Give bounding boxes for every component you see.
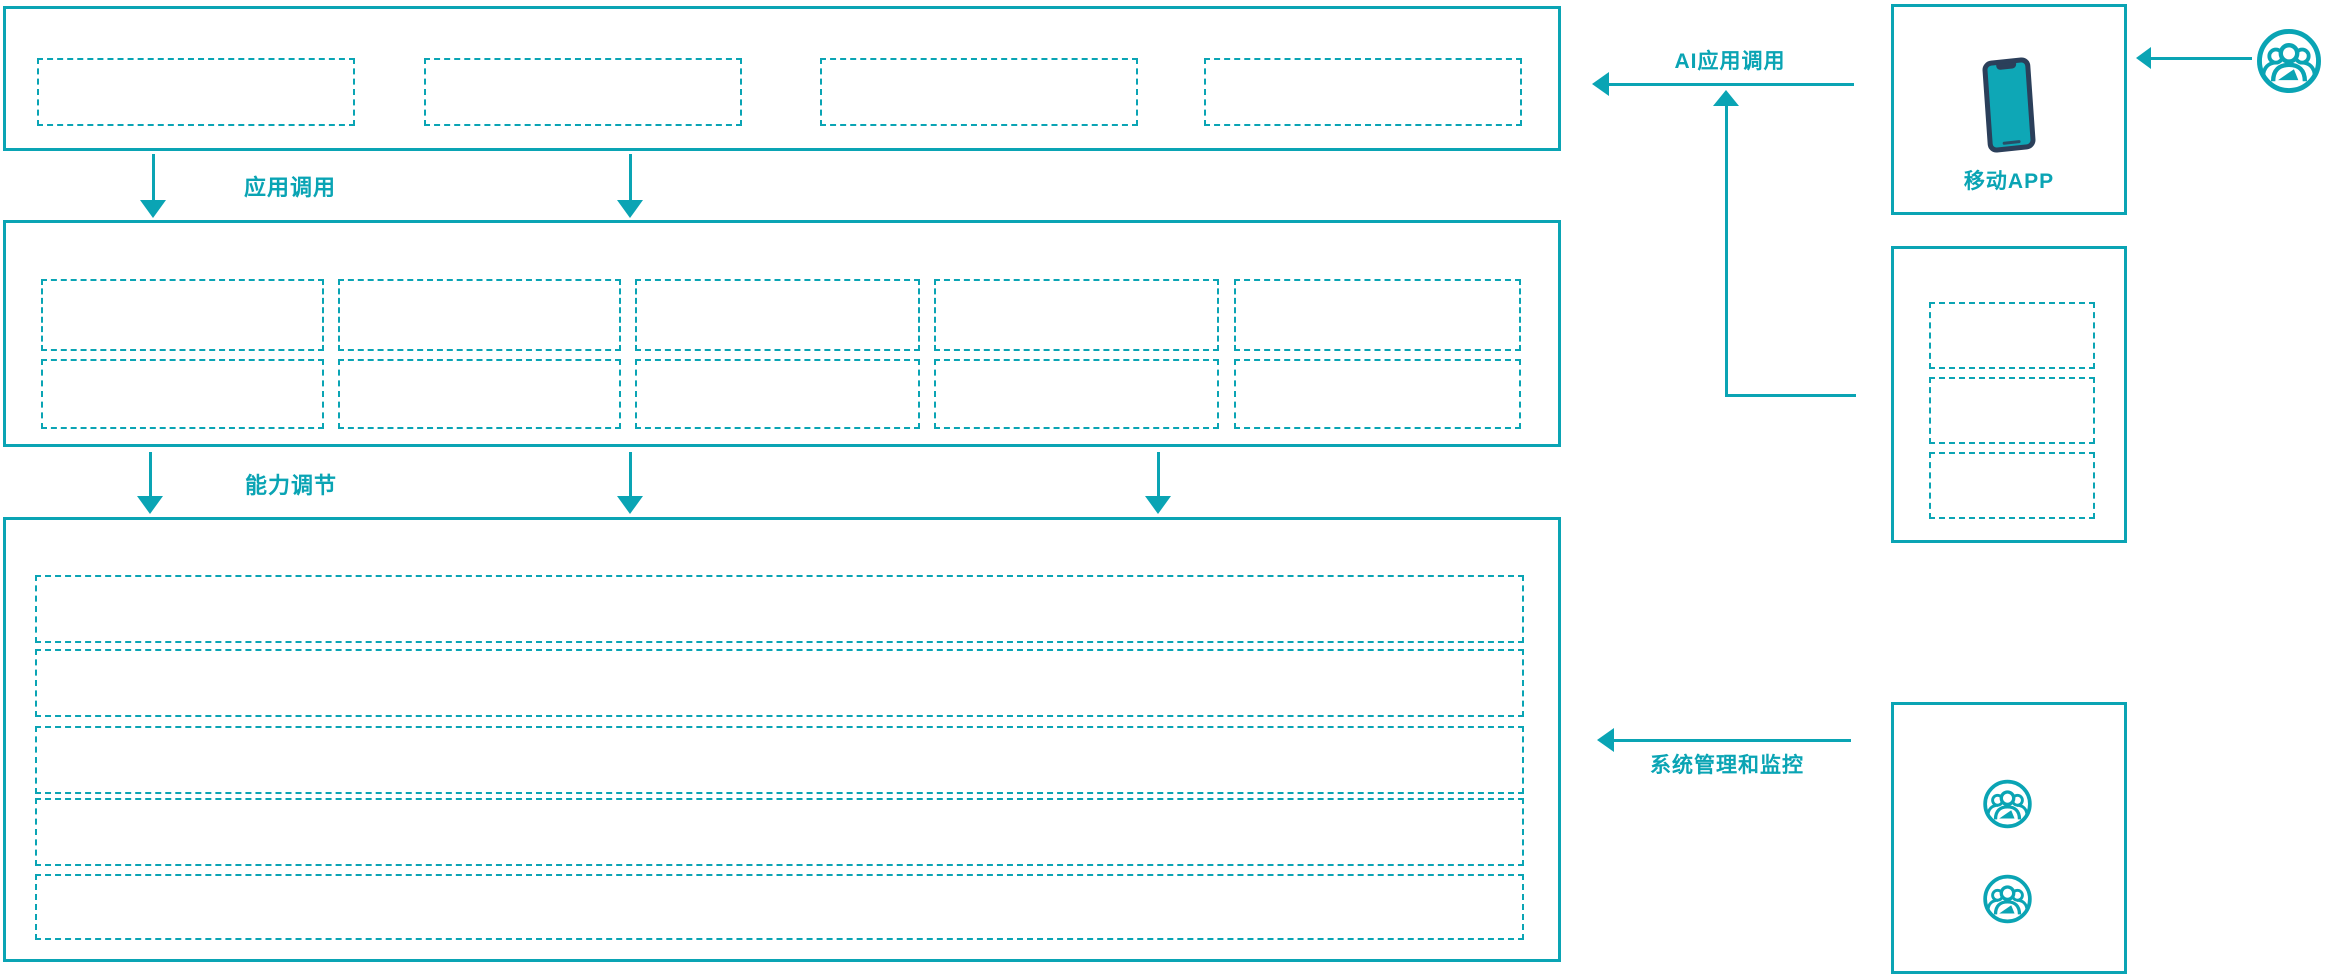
dashed-placeholder [424,58,742,126]
arrow-down-head [140,200,166,218]
dashed-placeholder [35,649,1524,717]
arrow-left [1608,82,1854,86]
dashed-placeholder [1234,279,1521,351]
arrow-down-head [1145,496,1171,514]
arrow-down [148,452,152,496]
arrow-down [628,154,632,200]
arrow-down [1156,452,1160,496]
app-layer-box [3,6,1561,151]
mobile-app-box [1891,4,2127,215]
dashed-placeholder [35,798,1524,866]
arrow-down-head [617,496,643,514]
admin-box [1891,702,2127,974]
arrow-left-head [1597,728,1614,752]
arrow-down-head [137,496,163,514]
arrow-up-head [1713,90,1739,106]
dashed-placeholder [1929,302,2095,369]
arrow-down-head [617,200,643,218]
system-monitor-label: 系统管理和监控 [1650,754,1804,777]
phone-home-bar [2002,139,2021,145]
dashed-placeholder [338,279,621,351]
connector-line [1724,394,1856,397]
ai-app-call-label: AI应用调用 [1674,50,1786,73]
platform-layer-box [3,220,1561,447]
dashed-placeholder [35,575,1524,643]
user-group-icon [2254,25,2324,97]
dashed-placeholder [1234,359,1521,429]
base-layer-box [3,517,1561,962]
dashed-placeholder [338,359,621,429]
arrow-left [1614,738,1851,742]
dashed-placeholder [635,279,920,351]
dashed-placeholder [635,359,920,429]
dashed-placeholder [35,726,1524,794]
arrow-left-head [1592,72,1609,96]
dashed-placeholder [35,874,1524,940]
dashed-placeholder [1204,58,1522,126]
dashed-placeholder [1929,377,2095,444]
connector-line [1724,106,1728,396]
smartphone-icon [1981,56,2037,154]
dashed-placeholder [41,279,324,351]
capability-tune-label: 能力调节 [244,473,338,498]
dashed-placeholder [37,58,355,126]
dashed-placeholder [934,359,1219,429]
dashed-placeholder [820,58,1138,126]
user-group-icon [1983,874,2032,924]
mobile-app-label: 移动APP [1963,170,2055,193]
arrow-left-head [2136,47,2151,69]
service-box [1891,246,2127,543]
dashed-placeholder [934,279,1219,351]
arrow-down [628,452,632,496]
arrow-down [151,154,155,200]
dashed-placeholder [41,359,324,429]
user-group-icon [1983,779,2032,829]
dashed-placeholder [1929,452,2095,519]
app-call-label: 应用调用 [243,175,337,200]
arrow-left [2151,56,2252,60]
phone-notch [1996,62,2017,71]
